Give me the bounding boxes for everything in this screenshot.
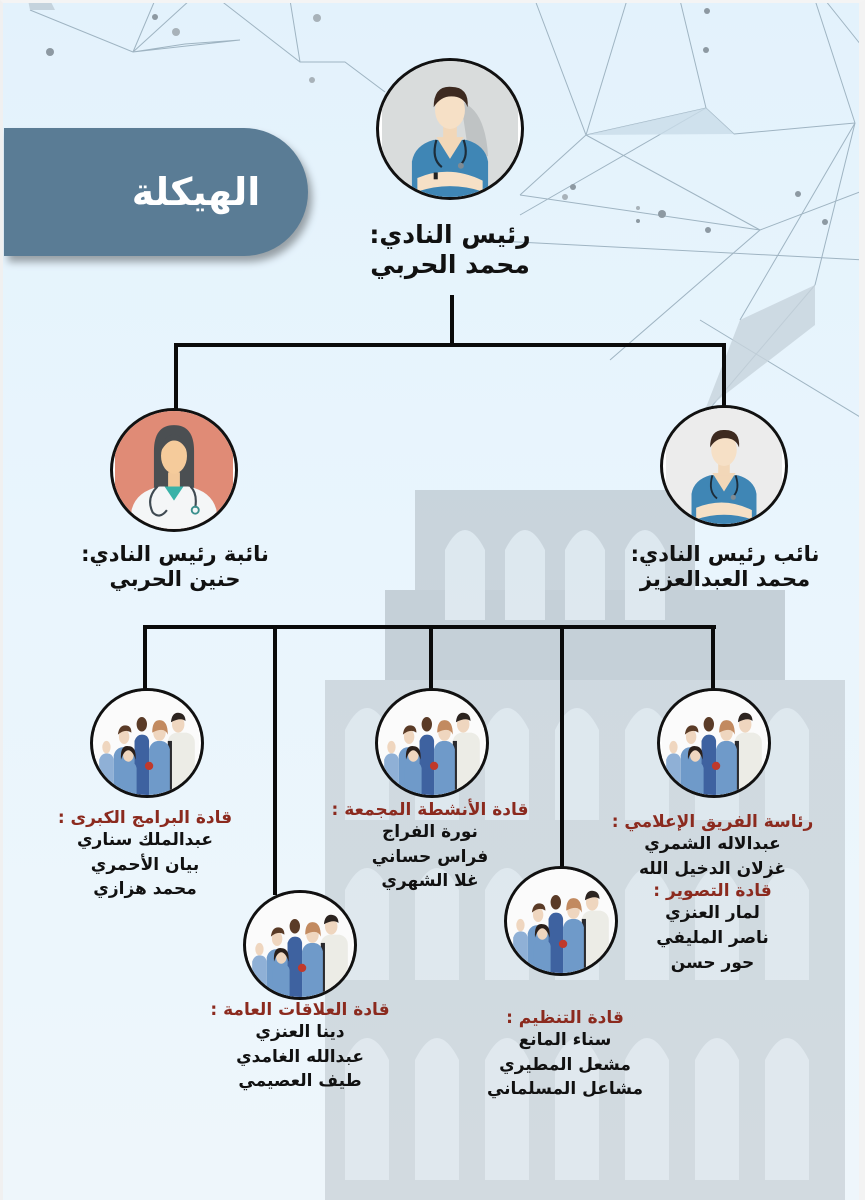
team-member: نورة الفراج [382, 822, 478, 843]
team-member: طيف العصيمي [238, 1071, 362, 1092]
team-photography-role: قادة التصوير : [653, 881, 772, 902]
medical-team-icon [95, 691, 199, 795]
team-major-programs-avatar [90, 688, 204, 798]
male-doctor-icon [666, 408, 782, 524]
team-member: دينا العنزي [255, 1022, 345, 1043]
vice-president-female-name: حنين الحربي [109, 566, 241, 591]
team-member: مشاعل المسلماني [486, 1079, 644, 1100]
connector-vp-right-down [722, 343, 726, 406]
team-major-programs-label: قادة البرامج الكبرى : عبدالملك سناري بيا… [30, 808, 260, 902]
connector-team-organization [560, 625, 564, 867]
vice-president-avatar [660, 405, 788, 527]
president-label: رئيس النادي: محمد الحربي [300, 220, 600, 279]
team-member: غزلان الدخيل الله [638, 858, 787, 879]
team-public-relations-avatar [243, 890, 357, 1000]
team-organization-avatar [504, 866, 618, 976]
male-doctor-icon [382, 61, 518, 197]
team-major-programs-role: قادة البرامج الكبرى : [57, 808, 233, 828]
team-member: بيان الأحمري [90, 854, 200, 875]
vice-president-female-label: نائبة رئيس النادي: حنين الحربي [50, 542, 300, 592]
medical-team-icon [509, 869, 613, 973]
section-title-banner: الهيكلة [4, 128, 308, 256]
team-member: محمد هزازي [93, 879, 197, 900]
team-media-label: رئاسة الفريق الإعلامي : عبدالاله الشمري … [600, 812, 825, 975]
network-pattern-decoration [28, 0, 865, 420]
president-avatar [376, 58, 524, 200]
vice-president-role: نائب رئيس النادي: [630, 542, 820, 566]
team-activities-role: قادة الأنشطة المجمعة : [331, 800, 529, 820]
team-organization-label: قادة التنظيم : سناء المانع مشعل المطيري … [455, 1008, 675, 1102]
connector-team-public-relations [273, 625, 277, 895]
team-member: فراس حساني [371, 846, 489, 867]
vice-president-name: محمد العبدالعزيز [639, 566, 811, 591]
medical-team-icon [662, 691, 766, 795]
team-member: سناء المانع [518, 1030, 612, 1051]
president-name: محمد الحربي [370, 249, 530, 279]
president-role: رئيس النادي: [369, 220, 531, 249]
team-public-relations-role: قادة العلاقات العامة : [210, 1000, 390, 1020]
female-doctor-icon [115, 411, 233, 529]
team-member: حور حسن [670, 952, 755, 973]
team-public-relations-label: قادة العلاقات العامة : دينا العنزي عبدال… [190, 1000, 410, 1094]
team-member: ناصر المليفي [656, 928, 769, 949]
page-title: الهيكلة [131, 170, 261, 214]
medical-team-icon [248, 893, 352, 997]
team-member: غلا الشهري [381, 871, 479, 892]
vice-president-female-role: نائبة رئيس النادي: [81, 542, 269, 566]
connector-team-media [711, 625, 715, 689]
team-activities-label: قادة الأنشطة المجمعة : نورة الفراج فراس … [320, 800, 540, 894]
team-activities-avatar [375, 688, 489, 798]
team-member: لمار العنزي [665, 903, 760, 924]
connector-team-major-programs [143, 625, 147, 689]
vice-president-label: نائب رئيس النادي: محمد العبدالعزيز [600, 542, 850, 592]
connector-vp-horizontal [174, 343, 726, 347]
medical-team-icon [380, 691, 484, 795]
connector-team-activities [429, 625, 433, 689]
team-member: عبدالله الغامدي [236, 1046, 364, 1067]
team-organization-role: قادة التنظيم : [506, 1008, 624, 1028]
team-member: مشعل المطيري [499, 1054, 631, 1075]
team-member: عبدالملك سناري [76, 830, 214, 851]
team-media-lead-role: رئاسة الفريق الإعلامي : [611, 812, 814, 832]
vice-president-female-avatar [110, 408, 238, 532]
connector-vp-left-down [174, 343, 178, 409]
team-media-avatar [657, 688, 771, 798]
team-member: عبدالاله الشمري [644, 834, 781, 855]
connector-president-down [450, 295, 454, 347]
